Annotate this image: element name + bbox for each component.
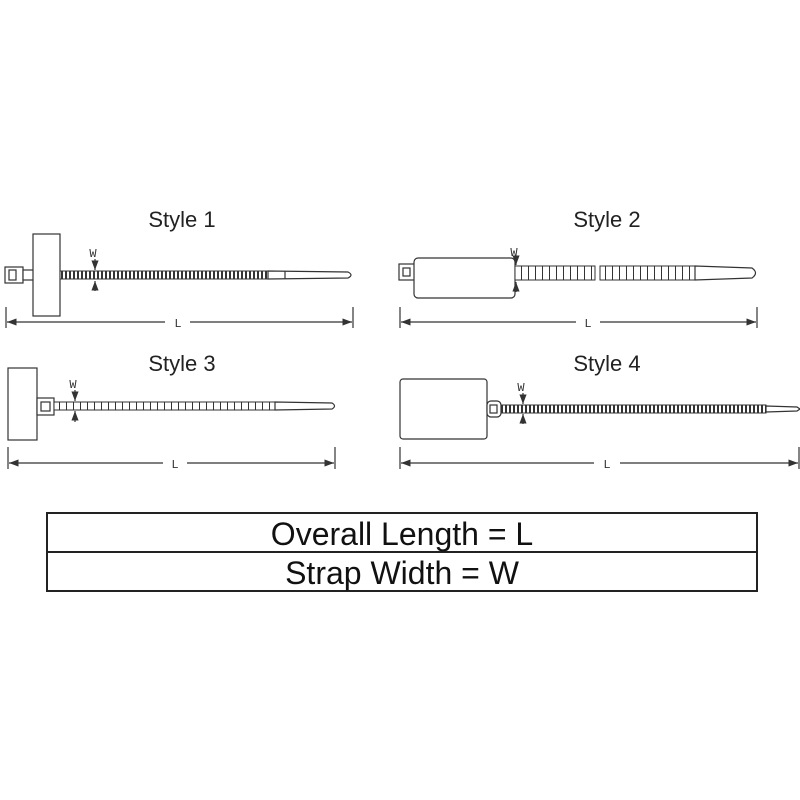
- legend-table: Overall Length = L Strap Width = W: [46, 512, 758, 592]
- style-1: Style 1 W L: [4, 207, 354, 331]
- marker-tag: [413, 257, 516, 299]
- style-1-tie: [4, 233, 352, 317]
- style-3-title: Style 3: [148, 351, 215, 376]
- marker-tag: [399, 378, 488, 440]
- legend-width: Strap Width = W: [285, 555, 520, 591]
- width-label: W: [89, 247, 97, 261]
- style-4-title: Style 4: [573, 351, 640, 376]
- style-2-tie: [398, 257, 757, 299]
- length-label: L: [603, 458, 610, 472]
- marker-tag: [7, 367, 38, 441]
- width-label: W: [510, 246, 518, 260]
- style-4-tie: [399, 378, 800, 440]
- length-label: L: [171, 458, 178, 472]
- style-2: Style 2 W L: [398, 207, 758, 331]
- style-3: Style 3 W L: [7, 351, 336, 472]
- legend-length: Overall Length = L: [271, 516, 533, 552]
- style-4: Style 4 W L: [399, 351, 800, 472]
- style-1-title: Style 1: [148, 207, 215, 232]
- length-label: L: [584, 317, 591, 331]
- style-2-title: Style 2: [573, 207, 640, 232]
- width-label: W: [69, 378, 77, 392]
- length-label: L: [174, 317, 181, 331]
- marker-tag: [32, 233, 61, 317]
- style-3-tie: [7, 367, 336, 441]
- width-label: W: [517, 381, 525, 395]
